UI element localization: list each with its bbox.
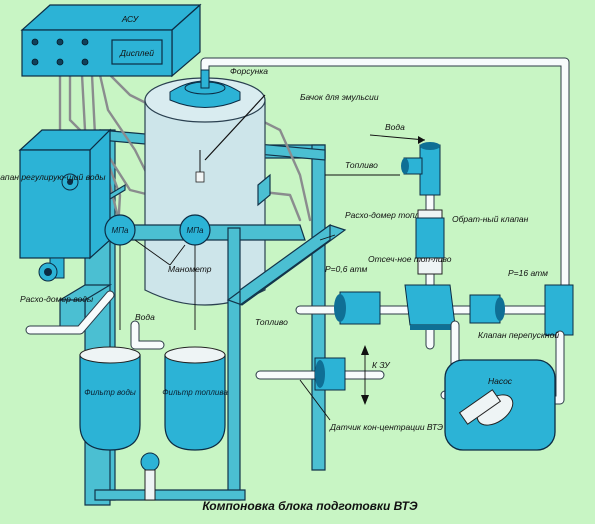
water-filter-label: Фильтр воды <box>84 388 136 397</box>
water-flowmeter-label: Расхо-домер воды <box>20 294 94 304</box>
diagram-caption: Компоновка блока подготовки ВТЭ <box>202 499 418 513</box>
mid-labels: Вода Топливо <box>130 312 288 350</box>
manometer-label: Манометр <box>168 264 212 274</box>
sensor-label: Датчик кон-центрации ВТЭ <box>329 422 443 432</box>
fuel-top-label: Топливо <box>345 160 378 170</box>
concentration-sensor: К ЗУ Датчик кон-центрации ВТЭ <box>255 345 443 432</box>
acu-label: АСУ <box>121 14 140 24</box>
fuel-mid-label: Топливо <box>255 317 288 327</box>
acu-knobs <box>31 38 89 66</box>
bypass-valve-label: Клапан перепускной <box>478 330 559 340</box>
water-filter: Фильтр воды <box>79 346 141 451</box>
pump-label: Насос <box>488 376 513 386</box>
nozzle-label: Форсунка <box>230 66 268 76</box>
fuel-filter-label: Фильтр топлива <box>162 388 228 397</box>
top-right-labels: Форсунка Бачок для эмульсии Вода Топливо <box>230 66 426 176</box>
display-label: Дисплей <box>119 48 154 58</box>
fuel-flowmeter-label: Расхо-домер топлива <box>345 210 433 220</box>
p-low-label: Р=0,6 атм <box>325 264 368 274</box>
water-mid-label: Вода <box>135 312 155 322</box>
gauge-right-label: МПа <box>187 226 204 235</box>
fuel-flowmeter: Расхо-домер топлива <box>226 210 433 307</box>
to-zu-label: К ЗУ <box>372 360 391 370</box>
fuel-filter: Фильтр топлива <box>162 346 228 451</box>
shutoff-valve-label: Отсеч-ное топ-ливо <box>368 254 452 264</box>
manometers: МПа МПа Манометр <box>104 214 212 330</box>
bottom-valve <box>140 452 160 501</box>
check-valve-assembly: Обрат-ный клапан <box>401 142 529 350</box>
emulsion-tank-label: Бачок для эмульсии <box>300 92 379 102</box>
gauge-left-label: МПа <box>112 226 129 235</box>
p-high-label: Р=16 атм <box>508 268 548 278</box>
water-top-label: Вода <box>385 122 405 132</box>
check-valve-label: Обрат-ный клапан <box>452 214 529 224</box>
water-flowmeter: Расхо-домер воды <box>20 284 115 335</box>
shutoff-valve-block: Р=0,6 атм Р=16 атм Отсеч-ное топ-ливо <box>295 254 574 336</box>
water-valve-label: Клапан регулирую-щий воды <box>0 172 106 182</box>
acu-control-box: АСУ Дисплей <box>20 3 202 78</box>
pump: Насос Клапан перепускной <box>440 320 565 451</box>
